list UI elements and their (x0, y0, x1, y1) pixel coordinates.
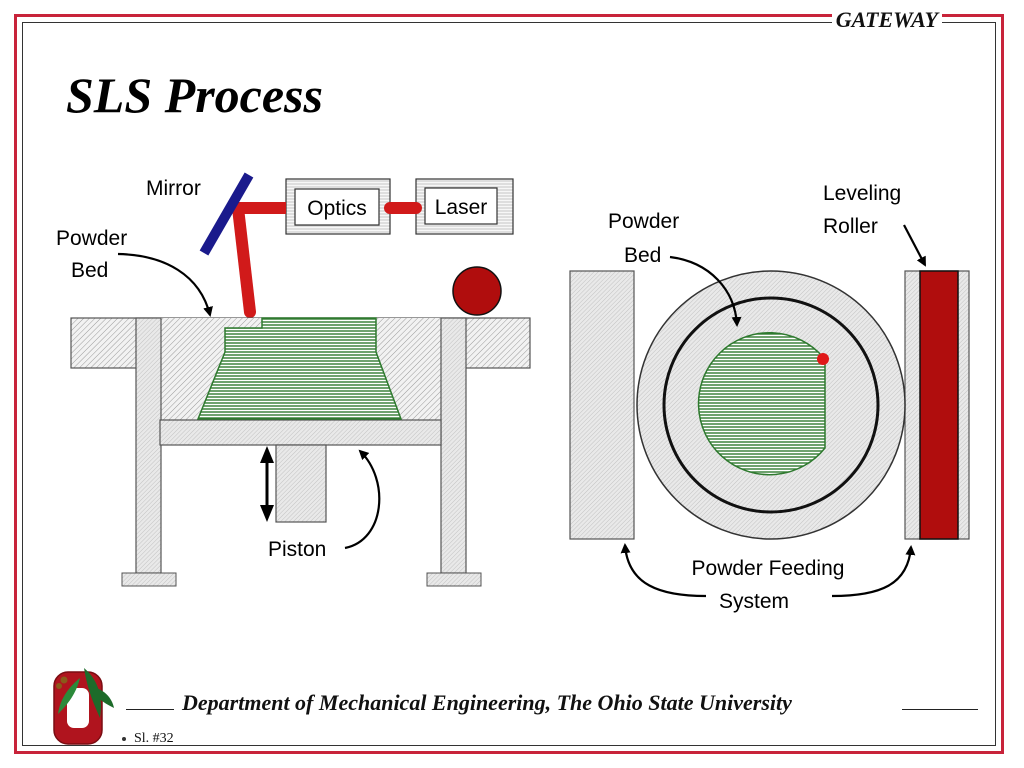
footer-department: Department of Mechanical Engineering, Th… (182, 690, 792, 715)
gateway-brand: GATEWAY (831, 7, 942, 33)
label-laser: Laser (435, 196, 488, 219)
footer-rule-right (902, 709, 978, 710)
mirror (199, 172, 254, 256)
label-roller-1: Leveling (823, 182, 901, 205)
roller-leader-arrow (903, 224, 926, 267)
powder-feed-box (569, 270, 635, 540)
label-powder-bed-right-1: Powder (608, 210, 679, 233)
built-part (196, 317, 403, 420)
label-piston: Piston (268, 538, 326, 561)
slide-title: SLS Process (66, 67, 323, 123)
laser-box (415, 178, 514, 235)
powder-bed-leader-arrow (117, 252, 213, 317)
roller-circle (452, 266, 502, 316)
piston-travel-arrow (260, 446, 274, 522)
leveling-roller-top (904, 270, 970, 540)
powder-bed-leader-arrow-right (669, 255, 742, 327)
footer-rule-left (126, 709, 174, 710)
label-powder-bed-left-1: Powder (56, 227, 127, 250)
label-optics: Optics (307, 197, 367, 220)
label-feeding-2: System (719, 590, 789, 613)
label-feeding-1: Powder Feeding (692, 557, 845, 580)
optics-box (285, 178, 391, 235)
laser-spot (817, 353, 829, 365)
feed-arrow-left (620, 543, 707, 598)
piston-leader-arrow (344, 449, 381, 550)
ohio-state-block-o-logo-icon (53, 668, 114, 745)
slide-number: Sl. #32 (134, 731, 174, 746)
slide-outer-frame (14, 14, 1004, 754)
label-roller-2: Roller (823, 215, 878, 238)
label-powder-bed-left-2: Bed (71, 259, 108, 282)
slide-inner-frame (22, 22, 996, 746)
label-mirror: Mirror (146, 177, 201, 200)
slide-number-bullet (122, 737, 126, 741)
label-powder-bed-right-2: Bed (624, 244, 661, 267)
feed-arrow-right (831, 545, 916, 598)
part-top-view (697, 331, 826, 476)
laser-beam (232, 202, 422, 318)
